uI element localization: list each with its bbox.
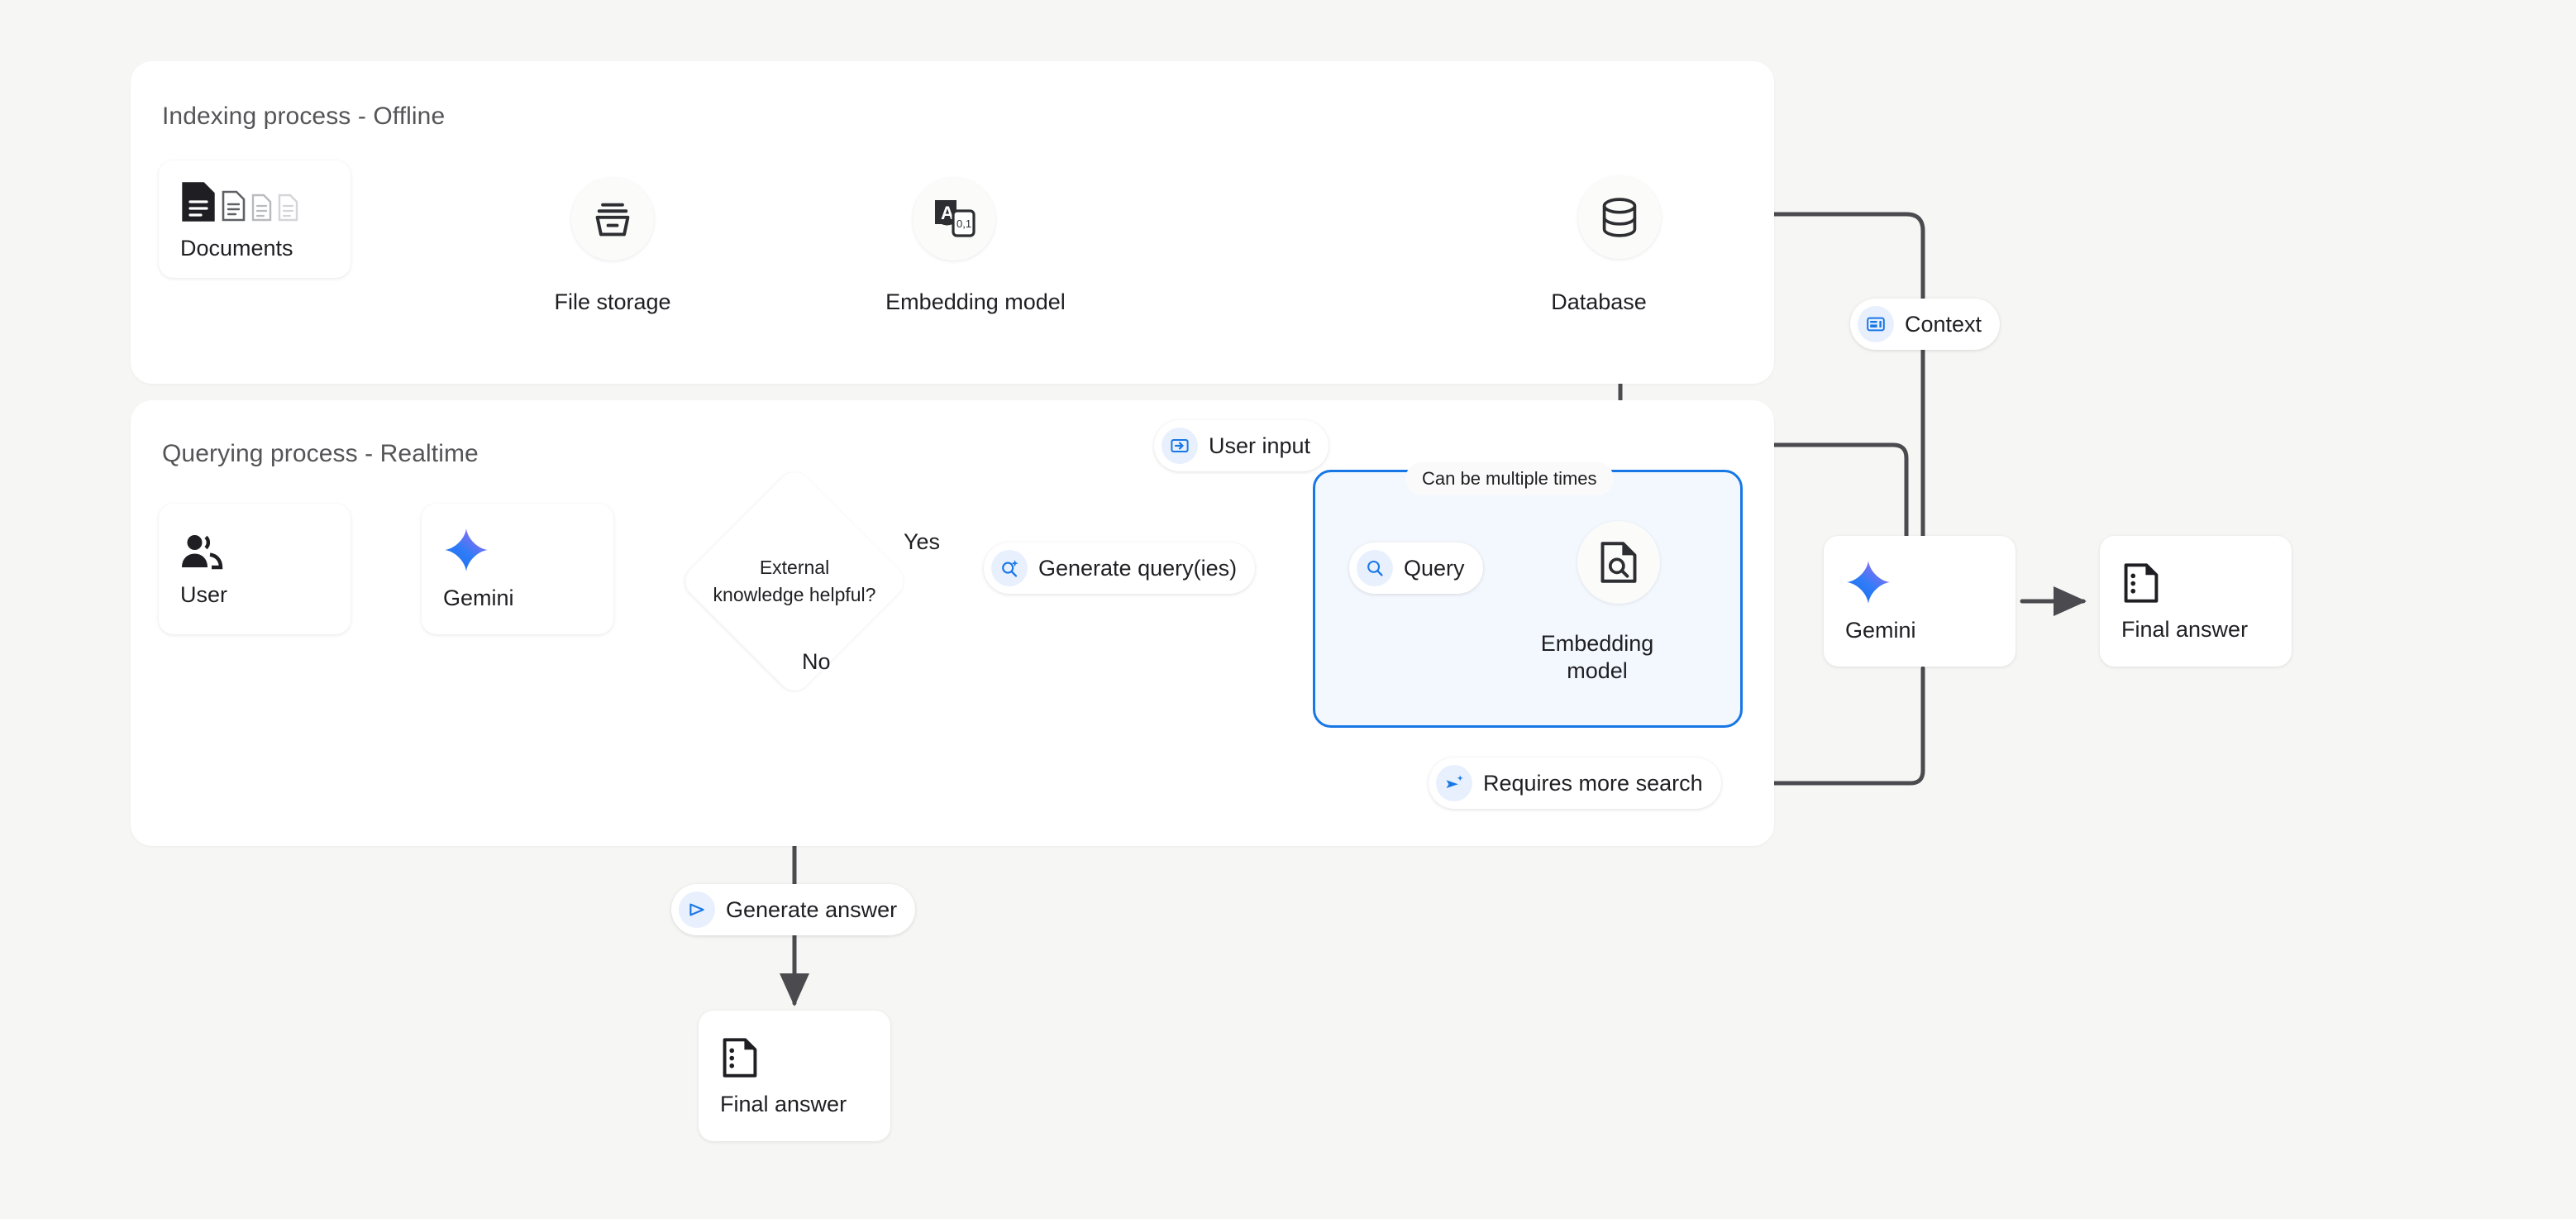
documents-stack-icon <box>180 180 304 227</box>
pill-label-generate-query: Generate query(ies) <box>1038 555 1238 581</box>
node-user[interactable]: User <box>159 504 351 634</box>
node-label-database: Database <box>1551 289 1647 314</box>
pill-generate-query[interactable]: Generate query(ies) <box>984 543 1256 594</box>
node-database[interactable] <box>1578 176 1661 259</box>
node-final-answer-right[interactable]: Final answer <box>2100 536 2292 667</box>
svg-text:A: A <box>941 203 954 223</box>
gemini-sparkle-icon <box>1845 559 1891 610</box>
send-sparkle-icon <box>1436 765 1472 801</box>
magnifier-icon <box>1357 550 1393 586</box>
gemini-sparkle-icon <box>443 527 489 577</box>
branch-label-yes: Yes <box>904 529 941 554</box>
pill-generate-answer[interactable]: Generate answer <box>671 884 916 935</box>
pill-requires-more-search[interactable]: Requires more search <box>1429 758 1721 809</box>
translate-embedding-icon: A 0,1 <box>935 200 976 237</box>
answer-document-icon <box>720 1036 760 1083</box>
context-card-icon <box>1858 306 1894 342</box>
node-gemini-right[interactable]: Gemini <box>1824 536 2015 667</box>
pill-context[interactable]: Context <box>1850 299 2001 350</box>
answer-document-icon <box>2121 562 2161 609</box>
node-label-documents: Documents <box>180 236 293 261</box>
svg-text:0,1: 0,1 <box>956 218 971 230</box>
node-label-gemini-left: Gemini <box>443 586 514 610</box>
node-label-file-storage: File storage <box>554 289 671 314</box>
pill-label-query: Query <box>1404 555 1465 581</box>
node-label-final-answer-right: Final answer <box>2121 617 2249 642</box>
node-label-gemini-right: Gemini <box>1845 618 1916 643</box>
node-file-storage[interactable] <box>571 178 654 261</box>
search-sparkle-icon <box>991 550 1028 586</box>
database-icon <box>1602 198 1637 237</box>
play-send-icon <box>679 892 715 928</box>
pill-query[interactable]: Query <box>1349 543 1483 594</box>
file-storage-icon <box>595 203 630 237</box>
node-documents[interactable]: Documents <box>159 160 351 278</box>
pill-user-input[interactable]: User input <box>1154 420 1329 471</box>
users-icon <box>180 533 223 574</box>
pill-label-generate-answer: Generate answer <box>726 896 898 922</box>
pill-label-requires-more-search: Requires more search <box>1483 770 1703 796</box>
node-label-user: User <box>180 582 228 607</box>
input-arrow-icon <box>1162 428 1198 464</box>
branch-label-no: No <box>802 649 831 674</box>
loop-region-multi-query <box>1313 470 1743 728</box>
node-embedding-model-indexing[interactable]: A 0,1 <box>913 178 995 261</box>
node-label-embedding-model-loop: Embedding model <box>1540 631 1654 683</box>
node-label-final-answer-bottom: Final answer <box>720 1092 847 1116</box>
decision-external-knowledge[interactable]: External knowledge helpful? <box>678 465 911 698</box>
node-final-answer-bottom[interactable]: Final answer <box>699 1011 890 1141</box>
node-label-embedding-model-indexing: Embedding model <box>885 289 1066 314</box>
loop-note-can-be-multiple-times: Can be multiple times <box>1405 462 1614 495</box>
pill-label-context: Context <box>1905 311 1982 337</box>
node-gemini-left[interactable]: Gemini <box>422 504 613 634</box>
panel-title-querying: Querying process - Realtime <box>162 440 479 467</box>
node-embedding-model-loop[interactable] <box>1577 521 1660 604</box>
document-search-icon <box>1600 542 1637 583</box>
pill-label-user-input: User input <box>1209 433 1311 458</box>
panel-title-indexing: Indexing process - Offline <box>162 103 446 130</box>
decision-label: External knowledge helpful? <box>713 556 876 605</box>
